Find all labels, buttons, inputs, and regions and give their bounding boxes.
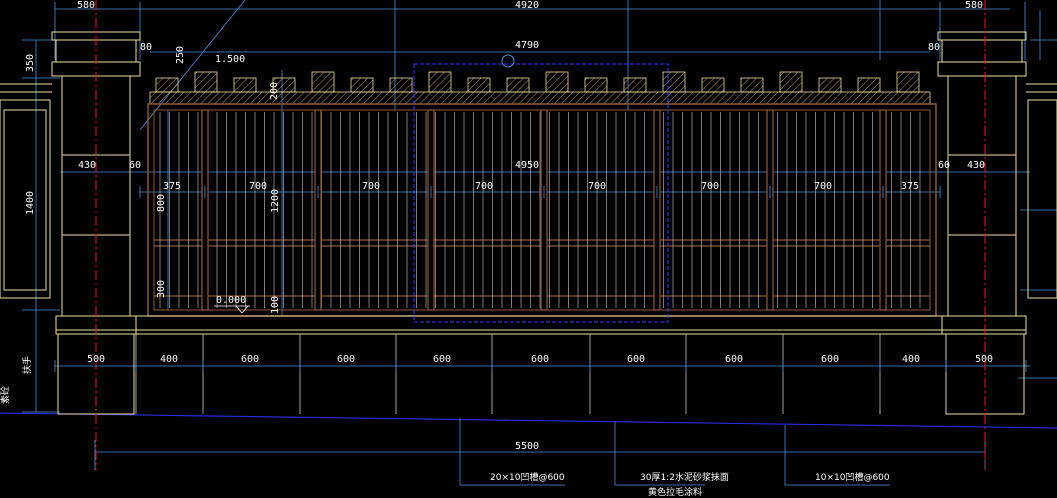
ground-line xyxy=(0,412,1057,429)
dim-panel-total: 1200 xyxy=(270,189,281,213)
note-left-groove: 20×10凹槽@600 xyxy=(490,471,565,483)
dim-cap-height: 250 xyxy=(175,46,186,64)
crest-merlon xyxy=(584,77,608,93)
crest-merlon xyxy=(272,77,296,93)
wall-plinth xyxy=(55,315,1027,335)
crest-base xyxy=(149,91,931,105)
fence-post xyxy=(653,109,661,311)
fence-panel xyxy=(147,103,937,317)
fence-post xyxy=(314,109,322,311)
base-dimension-labels: 500 400 600 600 600 600 600 600 600 400 500 xyxy=(54,354,1027,372)
dim-pillar-height: 1400 xyxy=(25,191,36,215)
left-edge-label: 扶手 xyxy=(21,356,33,374)
fence-post xyxy=(540,109,548,311)
dim-left-pillar: 580 xyxy=(77,0,95,11)
bay-dim-label: 700 xyxy=(475,181,493,192)
center-axes xyxy=(95,0,986,470)
fence-post xyxy=(201,109,209,311)
bay-dim-label: 375 xyxy=(901,181,919,192)
crest-merlon xyxy=(896,71,920,93)
dim-right-half: 430 xyxy=(967,160,985,171)
crest-merlon xyxy=(233,77,257,93)
dim-right-pillar: 580 xyxy=(965,0,983,11)
left-side-label: 素砼 xyxy=(0,386,11,404)
dim-panel-upper: 800 xyxy=(156,194,167,212)
crest-merlon xyxy=(194,71,218,93)
crest-merlon xyxy=(467,77,491,93)
base-dim-label: 500 xyxy=(87,354,105,365)
base-dim-label: 500 xyxy=(975,354,993,365)
crest-merlon xyxy=(389,77,413,93)
base-dim-label: 600 xyxy=(725,354,743,365)
base-dim-label: 600 xyxy=(241,354,259,365)
base-dim-label: 600 xyxy=(627,354,645,365)
crest-merlon xyxy=(779,71,803,93)
crest-merlon xyxy=(857,77,881,93)
bay-dim-label: 700 xyxy=(249,181,267,192)
base-grooves xyxy=(135,334,947,414)
dimension-lines xyxy=(22,0,1057,486)
dim-inner: 4790 xyxy=(515,40,539,51)
dim-panel-lower: 300 xyxy=(156,280,167,298)
base-dim-label: 600 xyxy=(821,354,839,365)
crest-merlon xyxy=(545,71,569,93)
bay-dim-label: 700 xyxy=(588,181,606,192)
bay-dim-label: 375 xyxy=(163,181,181,192)
left-adjacent-fence xyxy=(0,83,52,299)
dim-crest-width: 1.500 xyxy=(215,54,245,65)
base-dim-label: 400 xyxy=(902,354,920,365)
crest-merlon xyxy=(428,71,452,93)
dim-right-gap: 60 xyxy=(938,160,950,171)
fence-post xyxy=(427,109,435,311)
level-marker xyxy=(214,305,250,314)
dim-cap-offset-left: 80 xyxy=(140,42,152,53)
base-dim-label: 600 xyxy=(337,354,355,365)
bay-dimension-labels: 375 700 700 700 700 700 700 375 xyxy=(139,181,941,198)
crest-merlon xyxy=(155,77,179,93)
dim-overall: 4920 xyxy=(515,0,539,11)
selection-box xyxy=(413,63,669,323)
crest-merlon xyxy=(740,77,764,93)
note-paint: 黄色拉毛涂料 xyxy=(648,486,702,498)
grip-marker xyxy=(501,54,515,68)
bay-dim-label: 700 xyxy=(701,181,719,192)
level-mark: 0.000 xyxy=(216,295,246,306)
dim-left-gap: 60 xyxy=(129,160,141,171)
fence-post xyxy=(879,109,887,311)
crest-merlon xyxy=(701,77,725,93)
note-plaster: 30厚1:2水泥砂浆抹面 xyxy=(640,471,729,483)
dim-base-gap: 100 xyxy=(270,296,281,314)
note-right-groove: 10×10凹槽@600 xyxy=(815,471,890,483)
dim-pillar-cap: 350 xyxy=(25,54,36,72)
base-dim-label: 600 xyxy=(433,354,451,365)
dim-cap-offset-right: 80 xyxy=(928,42,940,53)
dim-fence-span: 4950 xyxy=(515,160,539,171)
right-adjacent-fence xyxy=(1026,83,1057,299)
dim-left-half: 430 xyxy=(78,160,96,171)
crest-merlon xyxy=(350,77,374,93)
bay-dim-label: 700 xyxy=(362,181,380,192)
crest-merlon xyxy=(662,71,686,93)
base-dim-label: 600 xyxy=(531,354,549,365)
fence-post xyxy=(766,109,774,311)
dim-crest-height: 200 xyxy=(269,82,280,100)
crest-merlon xyxy=(506,77,530,93)
text-labels: 580 4920 580 4790 80 80 1.500 250 200 35… xyxy=(0,0,1027,498)
crest-merlon xyxy=(818,77,842,93)
wall-crest xyxy=(149,71,931,105)
bay-dim-label: 700 xyxy=(814,181,832,192)
crest-merlon xyxy=(311,71,335,93)
base-dim-label: 400 xyxy=(160,354,178,365)
dim-total: 5500 xyxy=(515,441,539,452)
crest-merlon xyxy=(623,77,647,93)
